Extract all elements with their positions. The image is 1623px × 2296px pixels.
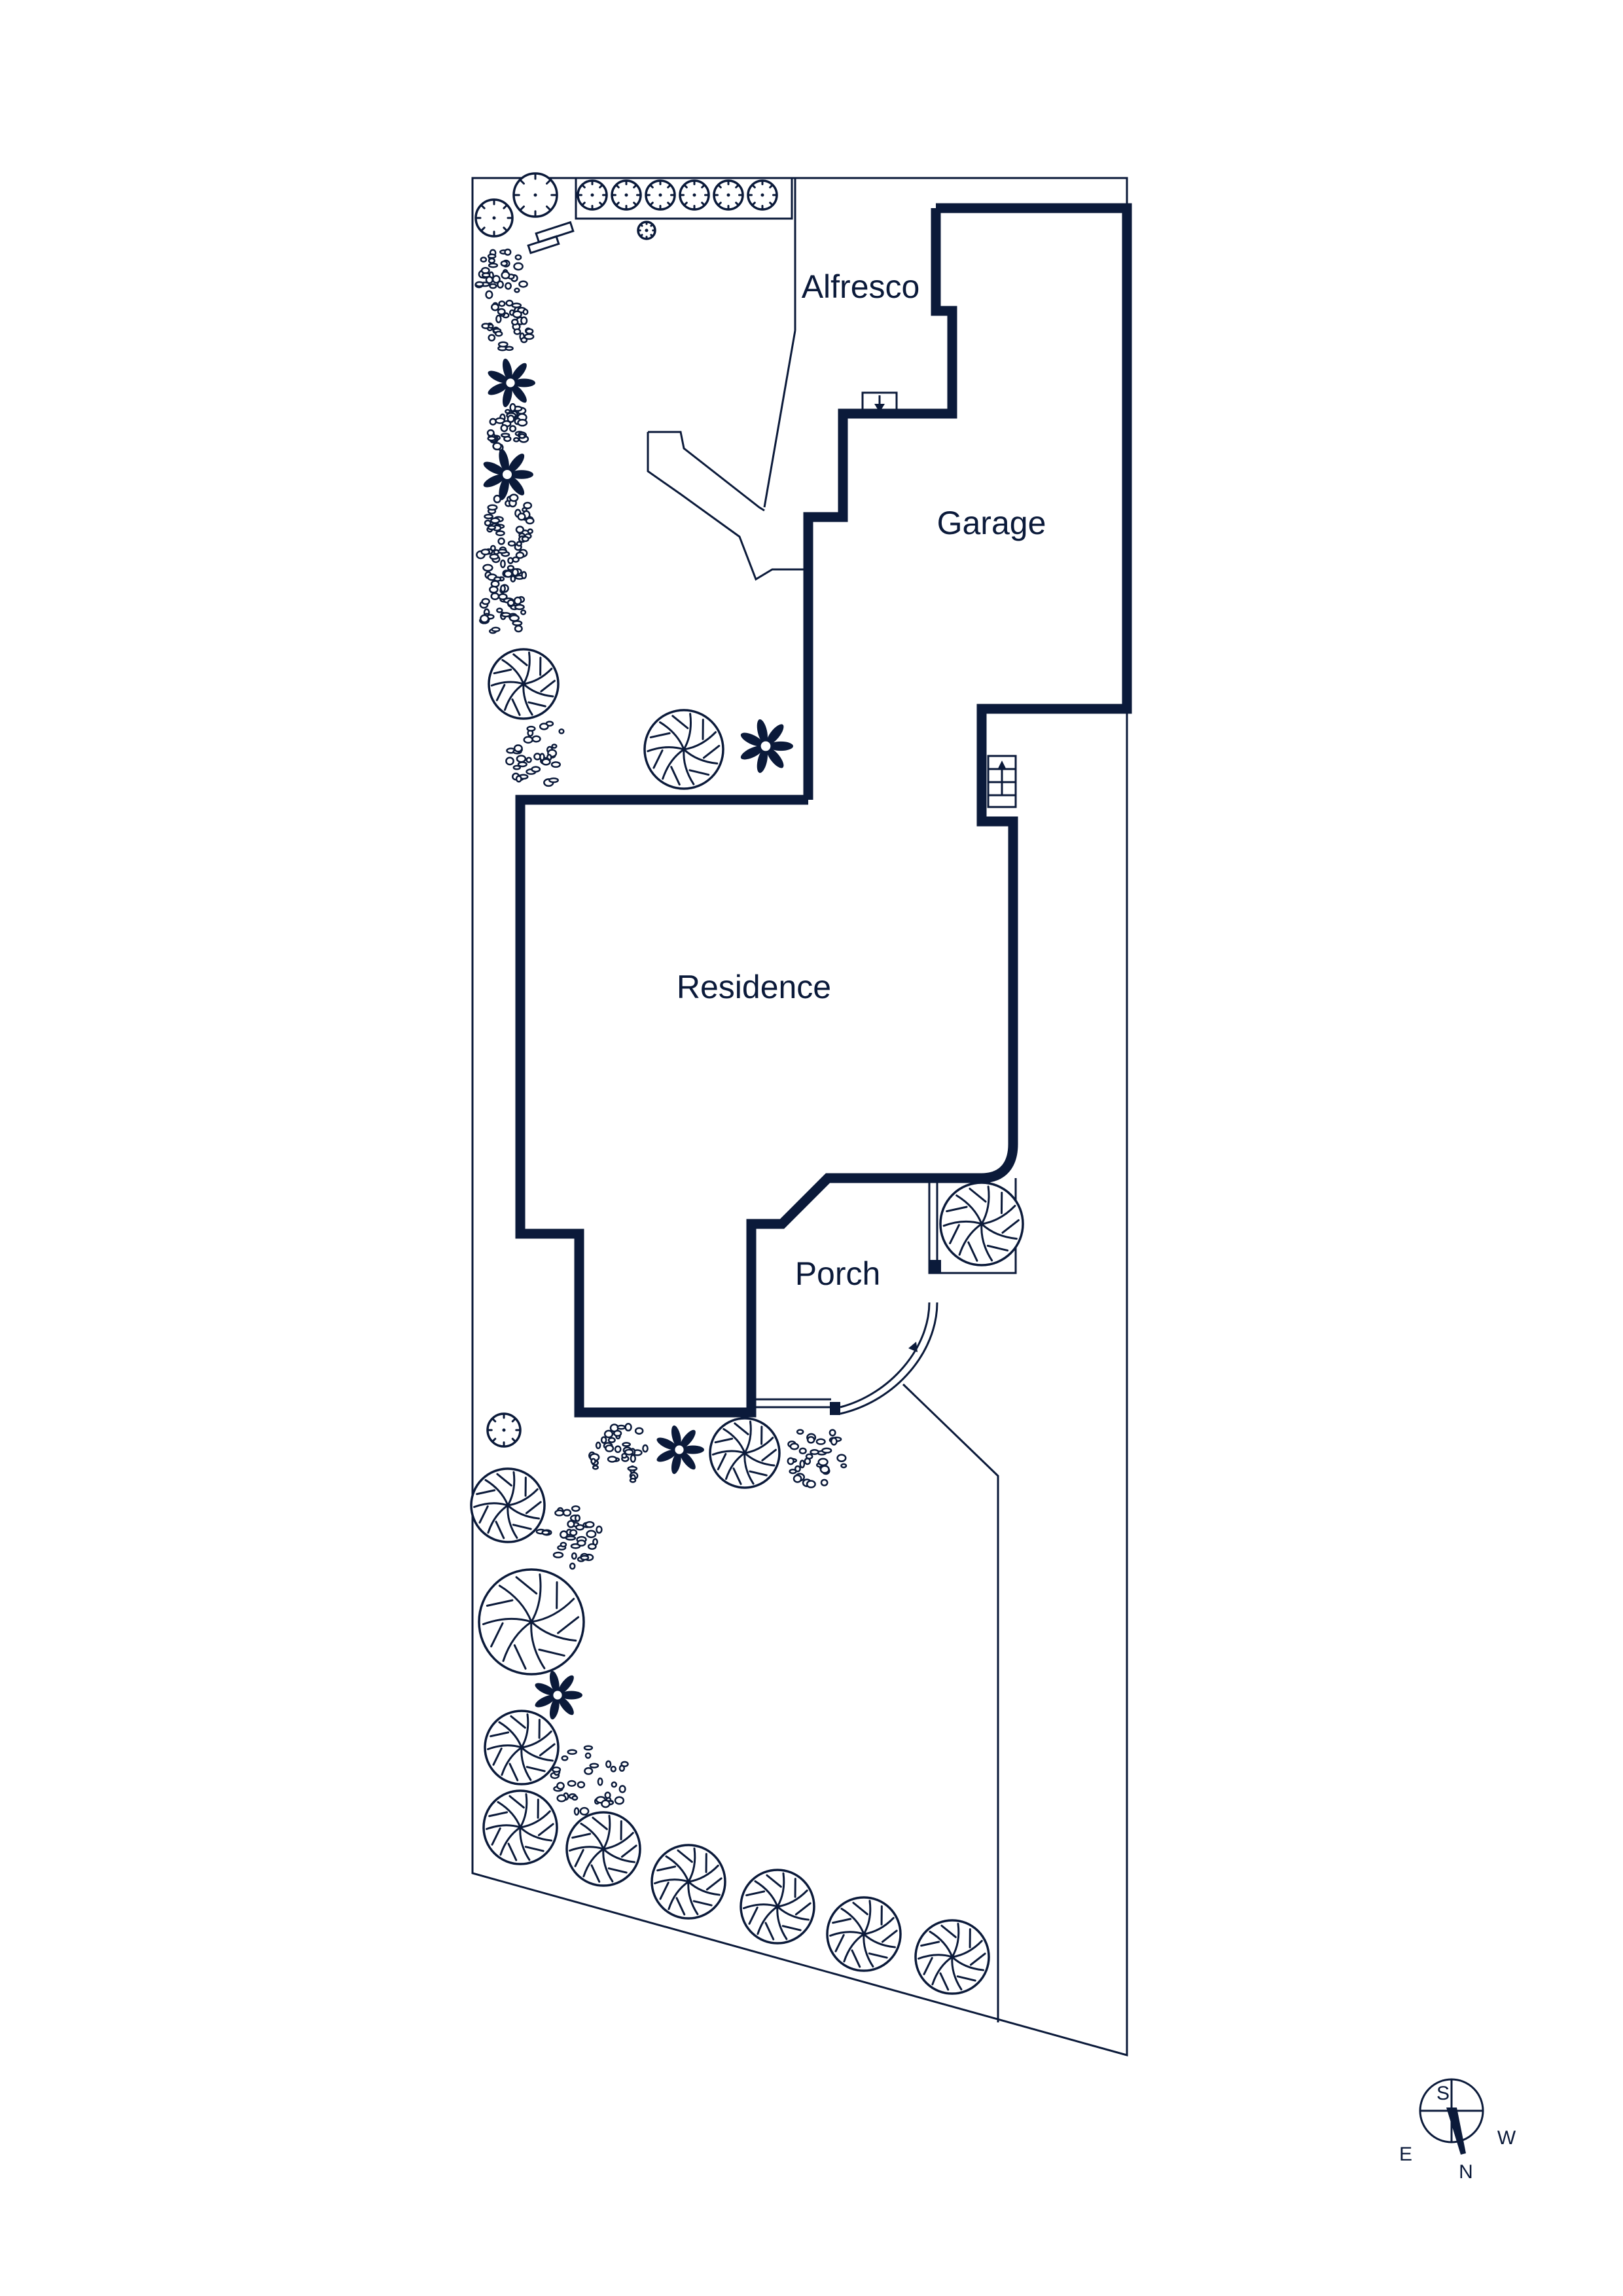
residence-wall <box>515 795 1018 1418</box>
compass-icon: S W E N <box>1399 2078 1516 2183</box>
shrub-icon <box>484 493 535 543</box>
porch-curved-edge <box>840 1302 931 1408</box>
garage-wall <box>936 203 1132 861</box>
shrub-icon <box>486 403 529 452</box>
star-plant-icon <box>488 358 536 408</box>
garden-path-lower <box>647 432 805 581</box>
star-plant-icon <box>483 448 533 501</box>
shrub-icon <box>479 584 527 634</box>
stairs-icon <box>987 755 1017 808</box>
shrub-icon <box>535 1505 603 1570</box>
compass-east-label: E <box>1399 2144 1412 2165</box>
alfresco-label: Alfresco <box>802 268 920 305</box>
tree-icon <box>488 648 560 720</box>
tree-icon <box>611 179 642 211</box>
tree-icon <box>713 179 744 211</box>
residence-label: Residence <box>677 969 831 1005</box>
shrub-icon <box>474 248 528 299</box>
compass-north-label: N <box>1459 2161 1473 2183</box>
vegetation <box>470 172 1024 1995</box>
tree-icon <box>470 1467 546 1543</box>
tree-icon <box>577 179 608 211</box>
porch-column <box>830 1402 840 1415</box>
star-plant-icon <box>535 1670 583 1720</box>
star-plant-icon <box>740 719 793 774</box>
shrub-icon <box>787 1429 847 1488</box>
tree-icon <box>709 1417 781 1489</box>
hedge-bed <box>575 177 793 220</box>
garage-step-wall <box>803 208 957 800</box>
tree-icon <box>482 1789 558 1865</box>
tree-icon <box>826 1896 902 1972</box>
porch-label: Porch <box>795 1255 881 1292</box>
porch-door-marker <box>908 1342 918 1352</box>
shrub-icon <box>476 537 528 588</box>
tree-icon <box>484 1710 560 1785</box>
compass-south-label: S <box>1436 2083 1450 2104</box>
tree-icon <box>645 179 676 211</box>
tree-icon <box>637 221 656 240</box>
tree-icon <box>512 172 558 218</box>
tree-icon <box>914 1919 990 1995</box>
compass-west-label: W <box>1497 2127 1516 2149</box>
shrub-icon <box>588 1423 649 1483</box>
porch-curved-edge-2 <box>840 1302 938 1415</box>
shrub-icon <box>550 1745 629 1816</box>
tree-icon <box>643 709 724 790</box>
tree-icon <box>486 1412 522 1448</box>
garage-label: Garage <box>937 505 1046 541</box>
tree-icon <box>651 1844 726 1920</box>
tree-icon <box>565 1811 641 1887</box>
garden-path <box>648 431 765 512</box>
door-arrow-icon <box>861 391 898 414</box>
tree-icon <box>474 198 514 238</box>
tree-icon <box>679 179 710 211</box>
shrub-icon <box>505 721 565 787</box>
tree-icon <box>740 1869 815 1945</box>
alfresco-paving-edge <box>763 330 796 508</box>
tree-icon <box>478 1568 585 1676</box>
porch-column-2 <box>929 1260 941 1273</box>
star-plant-icon <box>656 1425 704 1475</box>
shrub-icon <box>481 299 535 351</box>
site-boundary <box>471 177 1128 2056</box>
tree-icon <box>747 179 778 211</box>
driveway-edge <box>902 1383 999 2022</box>
tree-icon <box>939 1181 1024 1266</box>
